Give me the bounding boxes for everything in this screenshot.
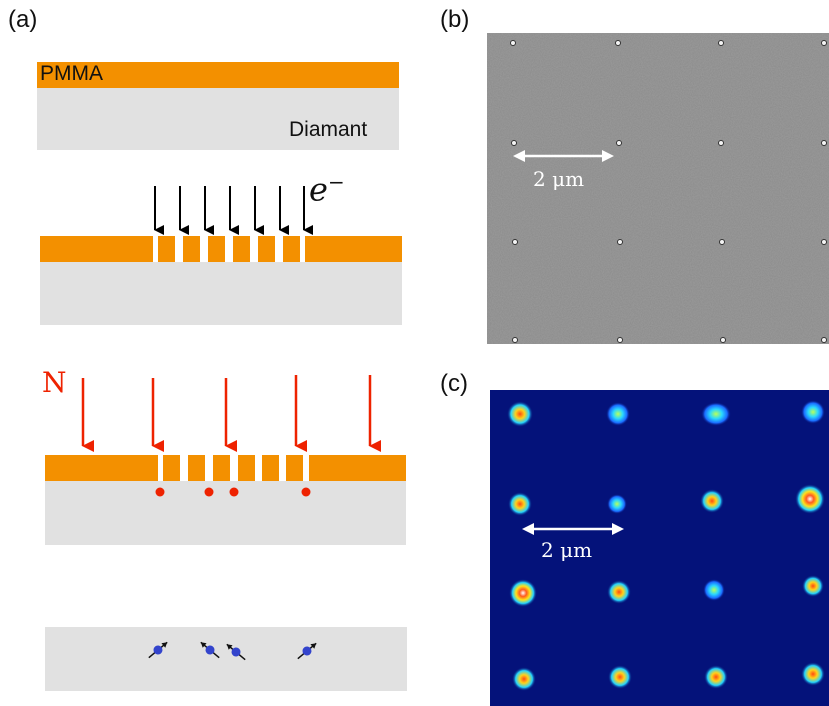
nv-spin-icons xyxy=(148,641,317,661)
nitrogen-label: N xyxy=(42,366,67,399)
fluorescence-scale-bar xyxy=(522,523,624,535)
sem-scale-label: 2 μm xyxy=(533,167,585,191)
panel-label-a: (a) xyxy=(8,6,38,33)
step2-pmma-patterned xyxy=(40,236,402,262)
panel-label-b: (b) xyxy=(440,6,470,33)
diamond-label: Diamant xyxy=(289,118,368,141)
step2-diamond xyxy=(40,262,402,325)
step1-diamond xyxy=(37,88,399,150)
electron-beam-arrows xyxy=(154,186,313,235)
fabrication-schematic xyxy=(37,62,407,691)
panel-label-c: (c) xyxy=(440,370,468,397)
implanted-nitrogen-atoms xyxy=(155,487,311,497)
sem-dots xyxy=(510,40,827,343)
nitrogen-ion-arrows xyxy=(81,375,381,452)
step1-pmma xyxy=(37,62,399,88)
electron-symbol: e xyxy=(309,170,328,209)
sem-micrograph xyxy=(487,33,829,344)
sem-scale-bar xyxy=(513,150,614,162)
electron-charge: − xyxy=(327,170,345,194)
pmma-label: PMMA xyxy=(40,62,103,85)
fluorescence-scale-label: 2 μm xyxy=(541,538,593,562)
step3-diamond xyxy=(45,481,406,545)
fluorescence-spots xyxy=(507,400,825,691)
step4-diamond xyxy=(45,627,407,691)
electron-label: e− xyxy=(309,170,345,209)
fluorescence-map xyxy=(490,390,829,706)
step3-pmma-patterned xyxy=(45,455,406,481)
